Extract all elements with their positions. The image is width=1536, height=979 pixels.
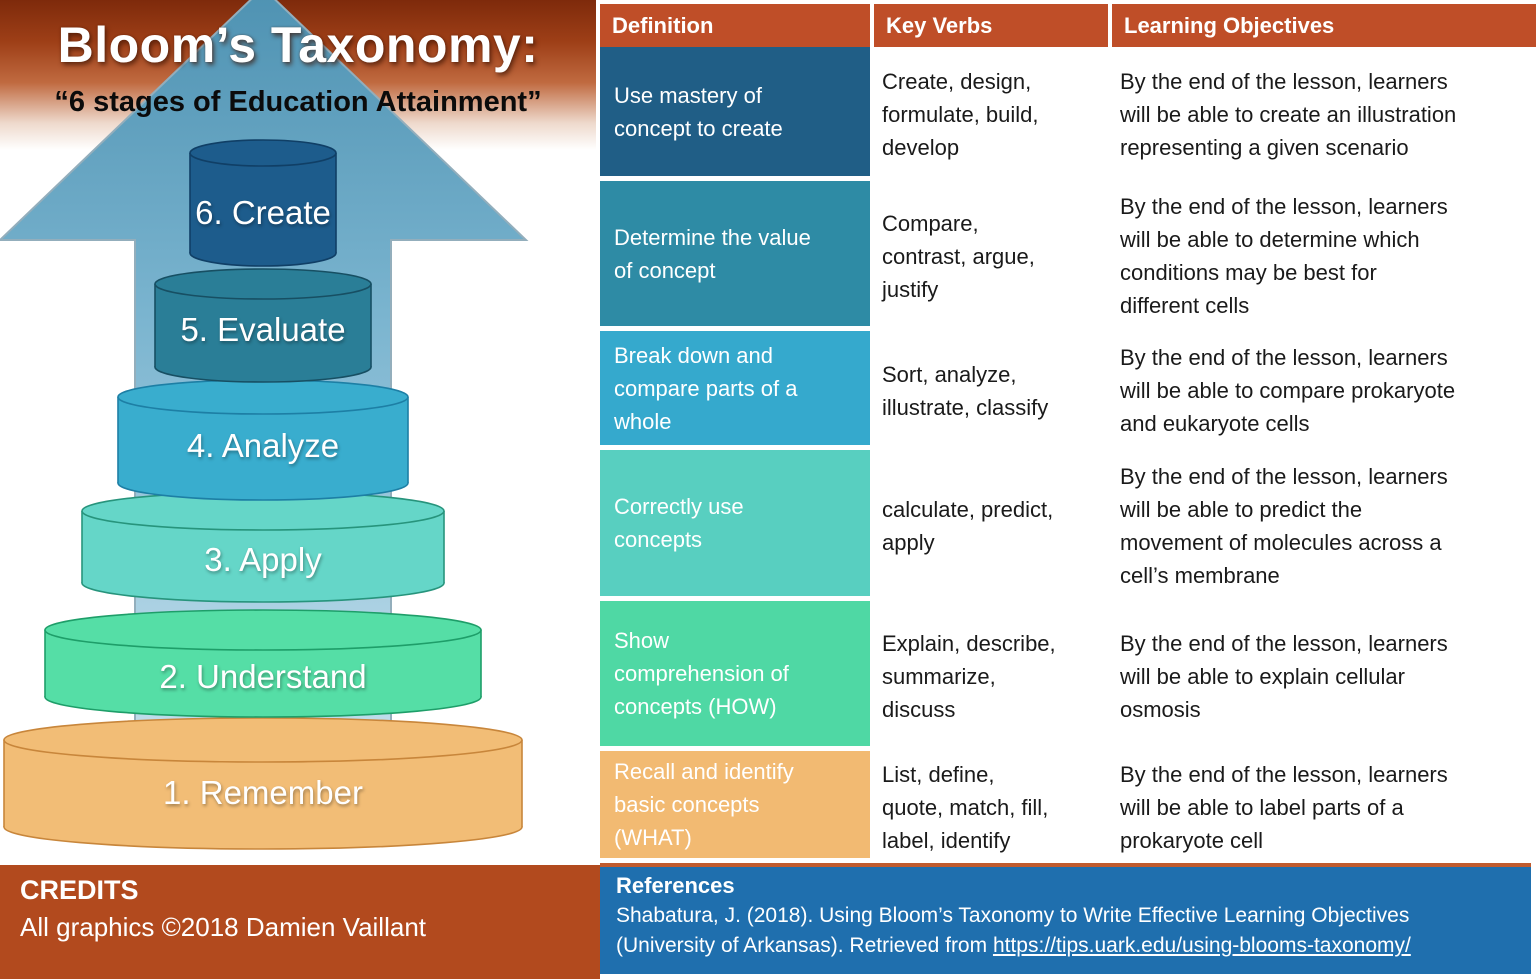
- table-row-create: Use mastery of concept to create Create,…: [600, 47, 1536, 181]
- reference-citation: Shabatura, J. (2018). Using Bloom’s Taxo…: [616, 901, 1531, 961]
- credits-heading: CREDITS: [20, 875, 139, 905]
- definition-cell: Break down and compare parts of a whole: [600, 331, 870, 445]
- reference-link[interactable]: https://tips.uark.edu/using-blooms-taxon…: [992, 933, 1411, 957]
- header-definition: Definition: [600, 4, 870, 47]
- header-key-verbs: Key Verbs: [874, 4, 1108, 47]
- pyramid-level-label: 4. Analyze: [187, 427, 339, 464]
- pyramid-level-label: 6. Create: [195, 194, 331, 231]
- table-header-row: Definition Key Verbs Learning Objectives: [600, 4, 1536, 47]
- pyramid-level-evaluate: 5. Evaluate: [154, 268, 372, 383]
- pyramid-level-label: 1. Remember: [163, 774, 363, 811]
- header-learning-objectives: Learning Objectives: [1112, 4, 1536, 47]
- key-verbs-cell: Explain, describe, summarize, discuss: [874, 601, 1108, 751]
- definitions-table: Definition Key Verbs Learning Objectives…: [600, 0, 1536, 863]
- learning-objective-cell: By the end of the lesson, learners will …: [1112, 181, 1536, 331]
- definition-cell: Determine the value of concept: [600, 181, 870, 326]
- pyramid-level-label: 3. Apply: [204, 541, 322, 578]
- pyramid-level-label: 2. Understand: [159, 658, 366, 695]
- learning-objective-cell: By the end of the lesson, learners will …: [1112, 601, 1536, 751]
- pyramid-level-remember: 1. Remember: [3, 717, 523, 850]
- page-title: Bloom’s Taxonomy:: [57, 17, 539, 73]
- table-row-apply: Correctly use concepts calculate, predic…: [600, 450, 1536, 601]
- taxonomy-pyramid: 1. Remember 2. Understand 3. Apply: [0, 0, 529, 850]
- definition-cell: Recall and identify basic concepts (WHAT…: [600, 751, 870, 858]
- learning-objective-cell: By the end of the lesson, learners will …: [1112, 751, 1536, 863]
- table-row-analyze: Break down and compare parts of a whole …: [600, 331, 1536, 450]
- definition-cell: Show comprehension of concepts (HOW): [600, 601, 870, 746]
- pyramid-level-understand: 2. Understand: [44, 609, 482, 718]
- table-row-evaluate: Determine the value of concept Compare, …: [600, 181, 1536, 331]
- definition-cell: Use mastery of concept to create: [600, 47, 870, 176]
- definition-cell: Correctly use concepts: [600, 450, 870, 596]
- key-verbs-cell: List, define, quote, match, fill, label,…: [874, 751, 1108, 863]
- learning-objective-cell: By the end of the lesson, learners will …: [1112, 47, 1536, 181]
- taxonomy-panel: 1. Remember 2. Understand 3. Apply: [0, 0, 596, 865]
- table-row-remember: Recall and identify basic concepts (WHAT…: [600, 751, 1536, 863]
- reference-citation-text: Shabatura, J. (2018). Using Bloom’s Taxo…: [616, 904, 1410, 957]
- key-verbs-cell: Sort, analyze, illustrate, classify: [874, 331, 1108, 450]
- table-row-understand: Show comprehension of concepts (HOW) Exp…: [600, 601, 1536, 751]
- references-heading: References: [616, 873, 735, 898]
- key-verbs-cell: Create, design, formulate, build, develo…: [874, 47, 1108, 181]
- page-subtitle: “6 stages of Education Attainment”: [54, 86, 542, 118]
- credits-panel: CREDITS All graphics ©2018 Damien Vailla…: [0, 865, 600, 979]
- pyramid-level-label: 5. Evaluate: [180, 311, 345, 348]
- pyramid-level-analyze: 4. Analyze: [117, 379, 409, 501]
- key-verbs-cell: calculate, predict, apply: [874, 450, 1108, 601]
- key-verbs-cell: Compare, contrast, argue, justify: [874, 181, 1108, 331]
- pyramid-level-create: 6. Create: [189, 139, 337, 267]
- references-panel: References Shabatura, J. (2018). Using B…: [600, 863, 1531, 974]
- pyramid-level-apply: 3. Apply: [81, 491, 445, 603]
- learning-objective-cell: By the end of the lesson, learners will …: [1112, 331, 1536, 450]
- credits-text: All graphics ©2018 Damien Vaillant: [20, 912, 426, 942]
- learning-objective-cell: By the end of the lesson, learners will …: [1112, 450, 1536, 601]
